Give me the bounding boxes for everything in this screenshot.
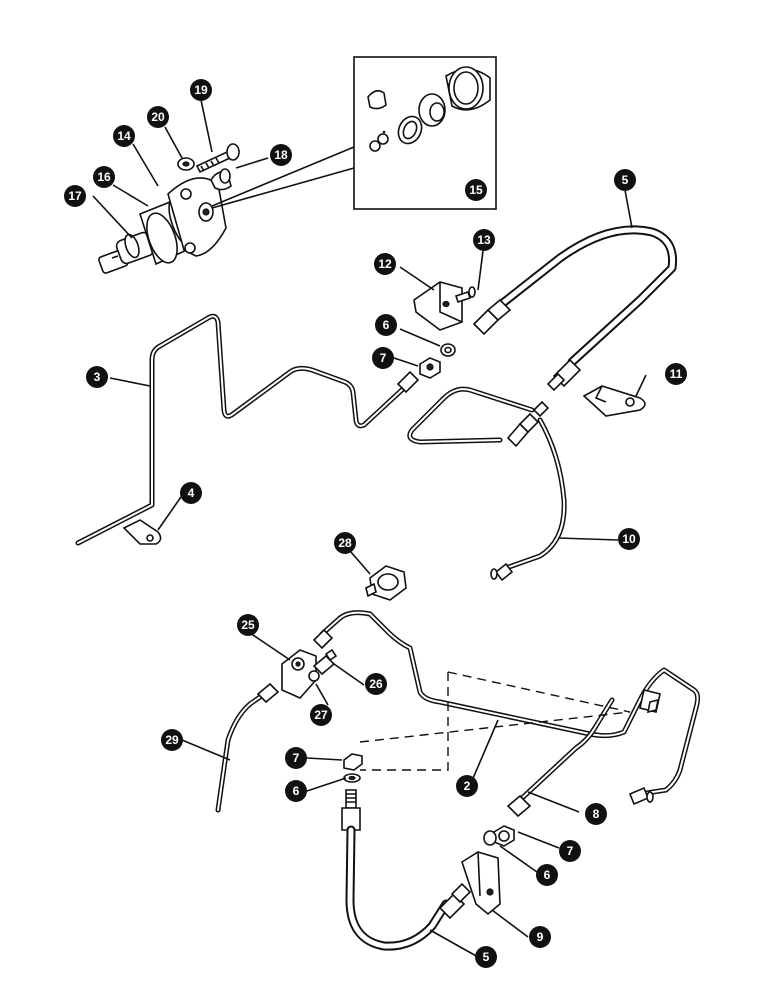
callout-29: 29 xyxy=(161,729,183,751)
repair-kit-inset xyxy=(211,56,497,210)
callout-7-lower-right: 7 xyxy=(559,840,581,862)
callout-4: 4 xyxy=(180,482,202,504)
callout-17: 17 xyxy=(64,185,86,207)
pipe-10 xyxy=(407,386,567,582)
callout-11: 11 xyxy=(665,363,687,385)
svg-text:20: 20 xyxy=(151,110,165,124)
svg-text:16: 16 xyxy=(97,170,111,184)
pipe-3 xyxy=(75,313,420,546)
callout-10: 10 xyxy=(618,528,640,550)
svg-text:27: 27 xyxy=(314,708,328,722)
callout-27: 27 xyxy=(310,704,332,726)
nut-and-washer-upper xyxy=(419,343,456,379)
callout-13: 13 xyxy=(473,229,495,251)
callout-2: 2 xyxy=(456,775,478,797)
callout-6-upper: 6 xyxy=(375,314,397,336)
bolt-and-washer xyxy=(177,143,240,191)
nut-and-washer-lower-left xyxy=(343,753,363,783)
dashed-reference-lines xyxy=(359,671,631,771)
svg-text:13: 13 xyxy=(477,233,491,247)
callout-8: 8 xyxy=(585,803,607,825)
callout-9: 9 xyxy=(529,926,551,948)
callout-26: 26 xyxy=(365,673,387,695)
svg-text:7: 7 xyxy=(293,751,300,765)
master-cylinder xyxy=(98,177,227,274)
callout-20: 20 xyxy=(147,106,169,128)
callout-19: 19 xyxy=(190,79,212,101)
callout-5-lower: 5 xyxy=(475,946,497,968)
clip-11 xyxy=(582,385,646,417)
nut-and-washer-lower-right xyxy=(483,825,515,847)
svg-text:19: 19 xyxy=(194,83,208,97)
callout-18: 18 xyxy=(270,144,292,166)
svg-text:29: 29 xyxy=(165,733,179,747)
svg-text:7: 7 xyxy=(380,351,387,365)
tee-25 xyxy=(281,648,338,699)
svg-text:15: 15 xyxy=(469,183,483,197)
svg-text:17: 17 xyxy=(68,189,82,203)
svg-text:26: 26 xyxy=(369,677,383,691)
svg-text:2: 2 xyxy=(464,779,471,793)
bracket-12 xyxy=(413,281,476,331)
svg-text:25: 25 xyxy=(241,618,255,632)
hose-5-lower xyxy=(341,789,472,951)
svg-text:5: 5 xyxy=(622,173,629,187)
svg-text:6: 6 xyxy=(383,318,390,332)
switch-28 xyxy=(365,565,407,601)
callout-6-lower-left: 6 xyxy=(285,780,307,802)
callouts: 19 20 14 16 17 18 15 5 13 12 6 7 3 11 4 … xyxy=(64,79,687,968)
callout-5-upper: 5 xyxy=(614,169,636,191)
pipe-8 xyxy=(506,697,615,818)
svg-text:18: 18 xyxy=(274,148,288,162)
callout-12: 12 xyxy=(374,253,396,275)
callout-7-upper: 7 xyxy=(372,347,394,369)
callout-7-lower-left: 7 xyxy=(285,747,307,769)
pipe-2 xyxy=(312,610,701,806)
callout-3: 3 xyxy=(86,366,108,388)
svg-text:12: 12 xyxy=(378,257,392,271)
svg-text:10: 10 xyxy=(622,532,636,546)
svg-text:28: 28 xyxy=(338,536,352,550)
svg-text:6: 6 xyxy=(293,784,300,798)
pipe-29 xyxy=(215,682,280,813)
bracket-9 xyxy=(461,851,501,916)
callout-25: 25 xyxy=(237,614,259,636)
svg-text:4: 4 xyxy=(188,486,195,500)
callout-14: 14 xyxy=(113,125,135,147)
svg-text:6: 6 xyxy=(544,868,551,882)
svg-text:14: 14 xyxy=(117,129,131,143)
hose-5-upper xyxy=(472,225,678,392)
svg-text:5: 5 xyxy=(483,950,490,964)
svg-text:8: 8 xyxy=(593,807,600,821)
callout-15: 15 xyxy=(465,179,487,201)
svg-text:11: 11 xyxy=(670,367,683,381)
svg-text:7: 7 xyxy=(567,844,574,858)
clip-4 xyxy=(122,519,162,545)
callout-16: 16 xyxy=(93,166,115,188)
svg-text:3: 3 xyxy=(94,370,101,384)
callout-28: 28 xyxy=(334,532,356,554)
svg-text:9: 9 xyxy=(537,930,544,944)
callout-6-lower-right: 6 xyxy=(536,864,558,886)
